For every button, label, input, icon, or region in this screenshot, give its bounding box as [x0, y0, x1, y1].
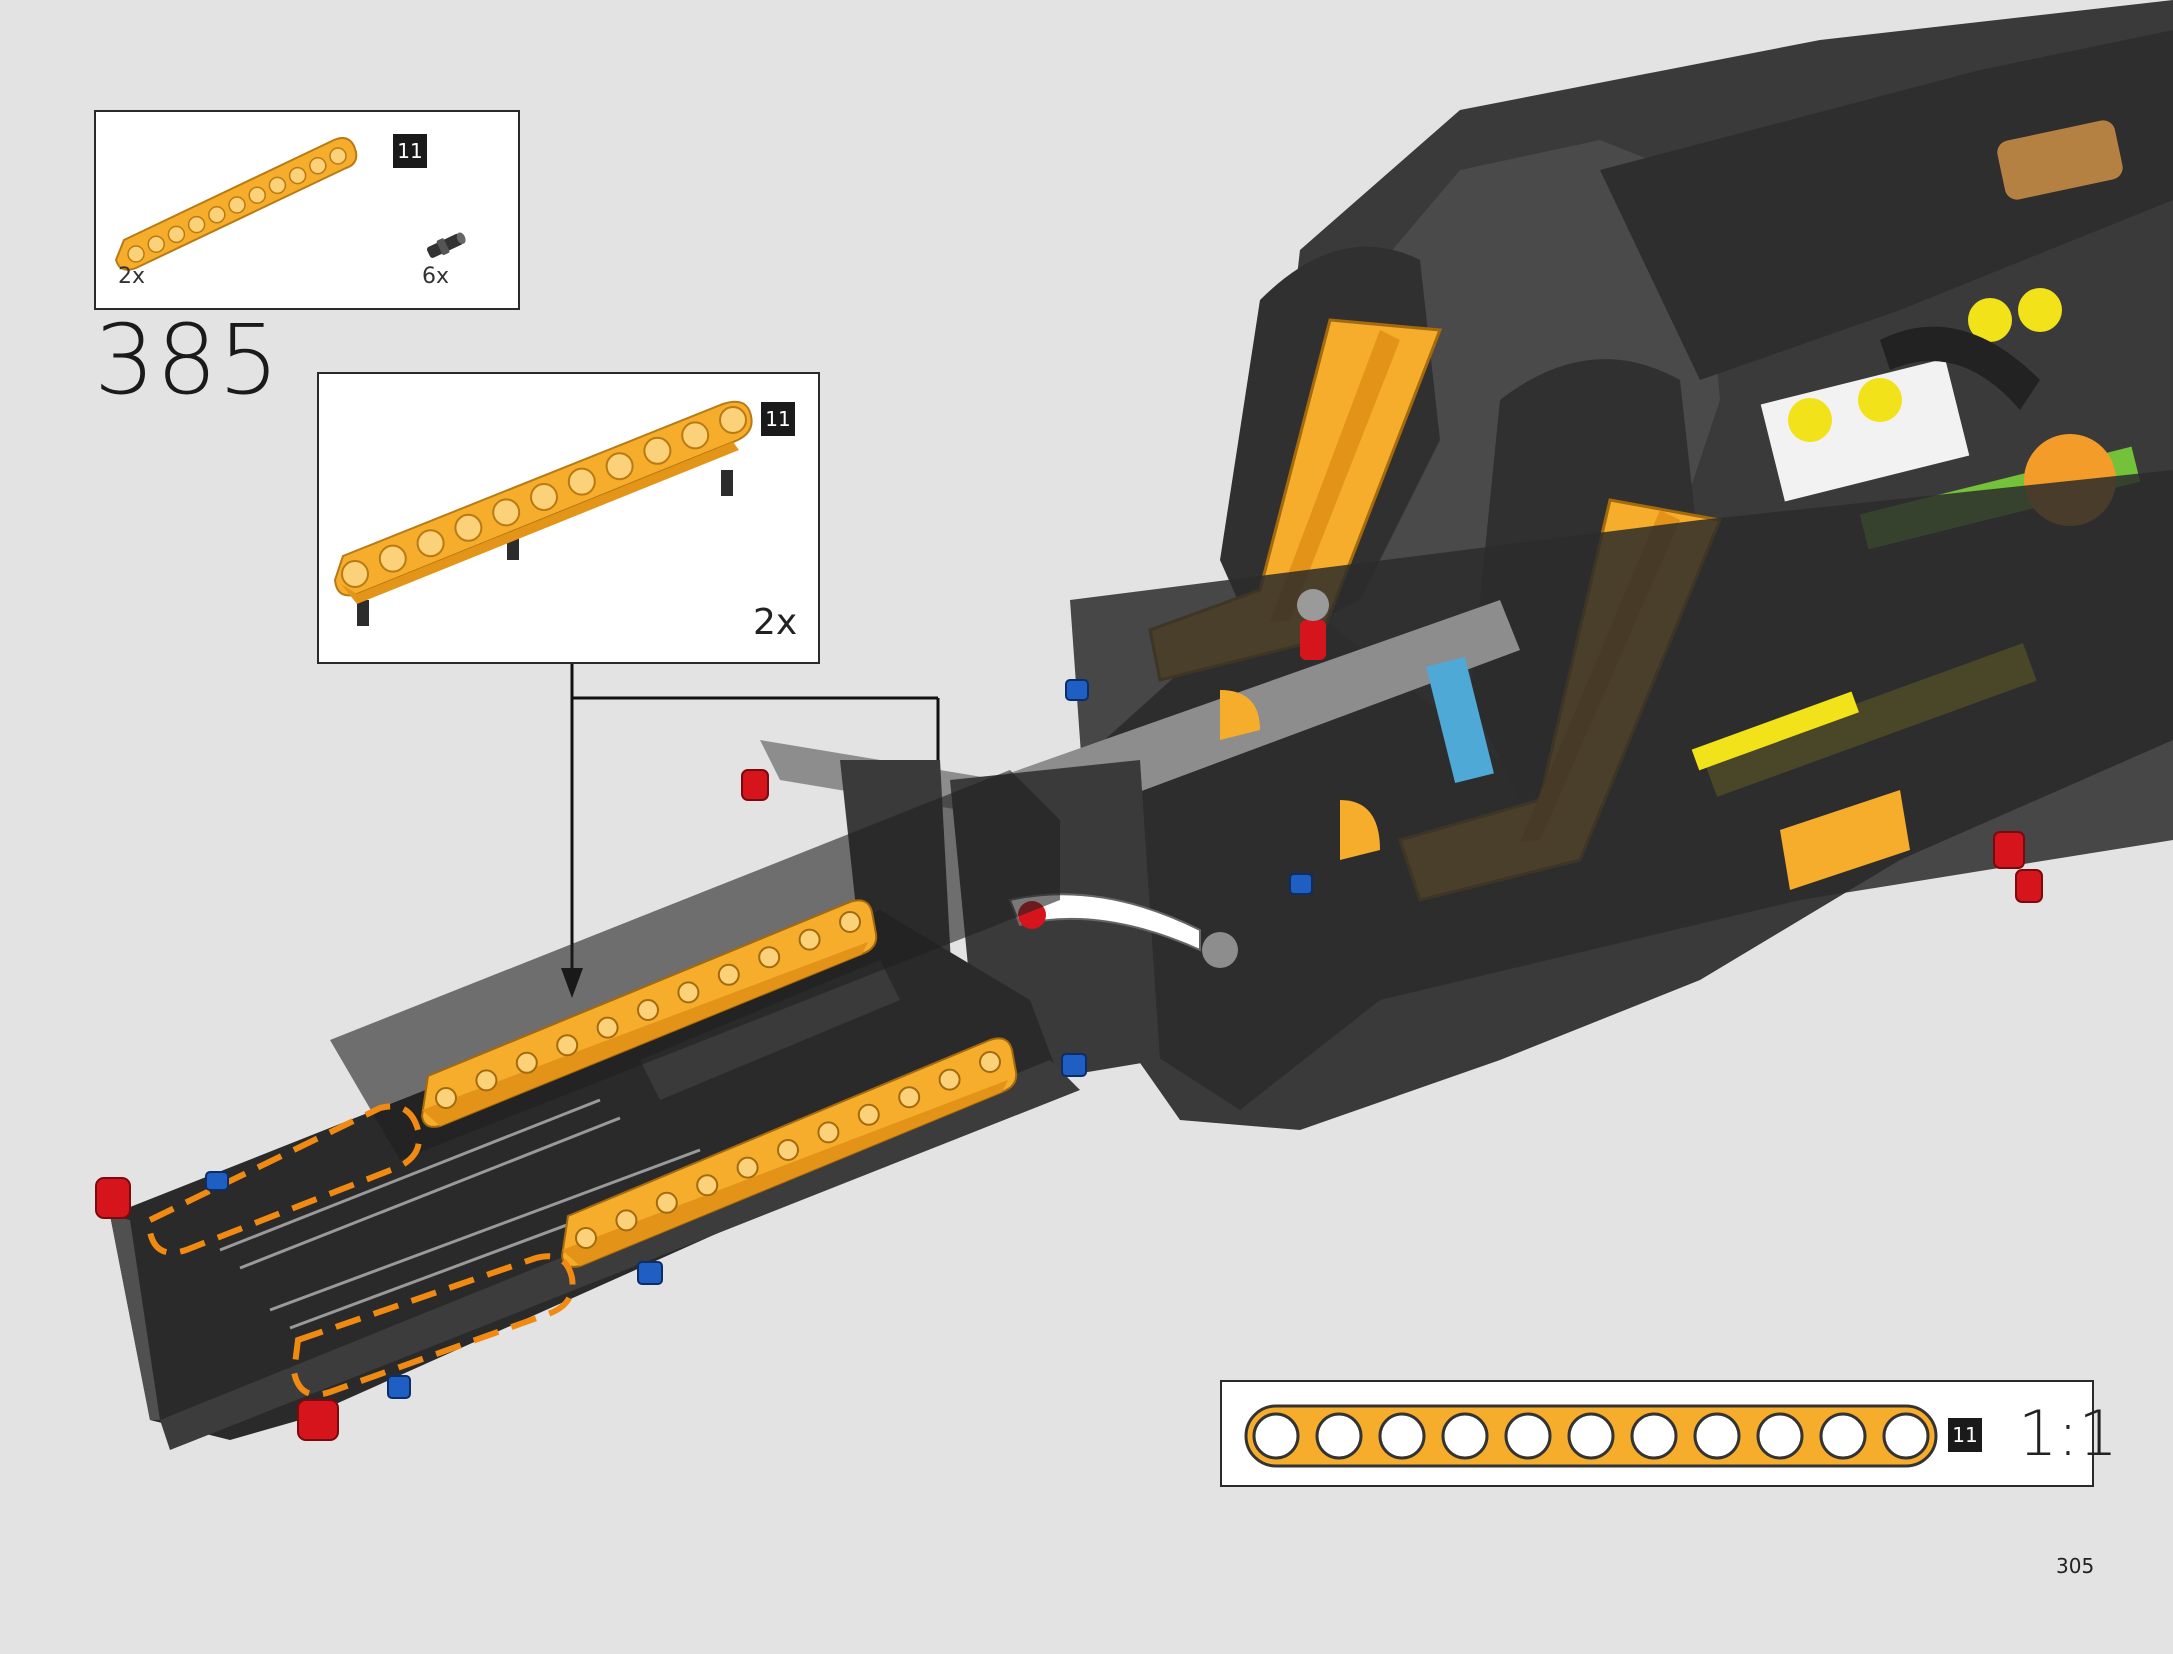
- beam-hole: [167, 225, 186, 244]
- scale-hole: [1630, 1412, 1678, 1460]
- beam-quantity: 2x: [118, 264, 146, 289]
- scale-guide-box: 11: [1220, 1380, 2094, 1487]
- highlight-outline-lower: [290, 1253, 576, 1398]
- beam-hole: [127, 245, 145, 263]
- beam-hole: [938, 1068, 961, 1091]
- blue-pins: [205, 679, 1313, 1399]
- beam-hole: [605, 452, 634, 481]
- beam-hole: [637, 999, 659, 1021]
- black-pin-icon: [426, 232, 466, 258]
- beam-hole: [475, 1069, 498, 1092]
- beam-hole: [147, 235, 165, 253]
- beam-hole: [492, 498, 521, 527]
- beam-hole: [736, 1156, 759, 1179]
- beam-hole: [696, 1174, 719, 1197]
- beam-hole: [329, 147, 347, 165]
- red-pins: [95, 769, 2043, 1441]
- beam-hole: [515, 1051, 538, 1074]
- scale-hole: [1504, 1412, 1552, 1460]
- beam-hole: [208, 206, 226, 224]
- beam-hole: [979, 1051, 1001, 1073]
- orange-beam-left: [420, 899, 878, 1128]
- subassembly-multiplier: 2x: [753, 602, 798, 643]
- orange-beam-right: [560, 1037, 1018, 1268]
- beam-hole: [839, 911, 861, 933]
- beam-hole: [677, 981, 700, 1004]
- beam-hole: [309, 157, 327, 175]
- beam-hole: [681, 421, 710, 450]
- beam-hole: [378, 544, 407, 573]
- beam-hole: [898, 1086, 921, 1109]
- beam-hole: [596, 1016, 619, 1039]
- beam-hole: [341, 560, 369, 588]
- scale-ratio-label: 1:1: [2018, 1397, 2118, 1470]
- beam-hole: [268, 176, 287, 195]
- beam-hole: [530, 483, 558, 511]
- length-badge: 11: [393, 134, 427, 168]
- scale-hole: [1756, 1412, 1804, 1460]
- beam-hole: [454, 513, 483, 542]
- beam-hole: [655, 1191, 678, 1214]
- length-badge: 11: [761, 402, 795, 436]
- beam-hole: [643, 436, 672, 465]
- scale-hole: [1378, 1412, 1426, 1460]
- scale-beam: [1244, 1404, 1938, 1468]
- beam-hole: [248, 186, 266, 204]
- beam-hole: [567, 467, 596, 496]
- beam-hole: [857, 1103, 880, 1126]
- beam-hole: [416, 529, 445, 558]
- beam-hole: [777, 1139, 799, 1161]
- beam-hole: [187, 215, 206, 234]
- beam-hole: [556, 1034, 579, 1057]
- subassembly-art: [333, 400, 753, 626]
- pin-quantity: 6x: [422, 264, 450, 289]
- beam-hole: [228, 196, 246, 214]
- scale-hole: [1441, 1412, 1489, 1460]
- orange-beam-icon: [114, 137, 358, 271]
- parts-list-art: [114, 137, 466, 271]
- beam-hole: [615, 1209, 638, 1232]
- scale-hole: [1693, 1412, 1741, 1460]
- orange-beam-icon: [333, 400, 753, 604]
- scale-hole: [1819, 1412, 1867, 1460]
- beam-hole: [719, 406, 747, 434]
- beam-hole: [717, 963, 740, 986]
- length-badge: 11: [1948, 1418, 1982, 1452]
- parts-list-box: 11 2x 6x: [94, 110, 520, 310]
- beam-hole: [575, 1227, 597, 1249]
- beam-hole: [817, 1121, 840, 1144]
- beam-hole: [288, 166, 307, 185]
- subassembly-box: 11 2x: [317, 372, 820, 664]
- scale-hole: [1882, 1412, 1930, 1460]
- seat-left: [1148, 246, 1443, 682]
- step-number: 385: [94, 304, 281, 416]
- beam-hole: [435, 1087, 457, 1109]
- scale-hole: [1252, 1412, 1300, 1460]
- beam-hole: [798, 928, 821, 951]
- beam-hole: [758, 946, 781, 969]
- scale-hole: [1315, 1412, 1363, 1460]
- page-number: 305: [2056, 1554, 2095, 1578]
- highlight-outline-upper: [147, 1103, 422, 1256]
- scale-hole: [1567, 1412, 1615, 1460]
